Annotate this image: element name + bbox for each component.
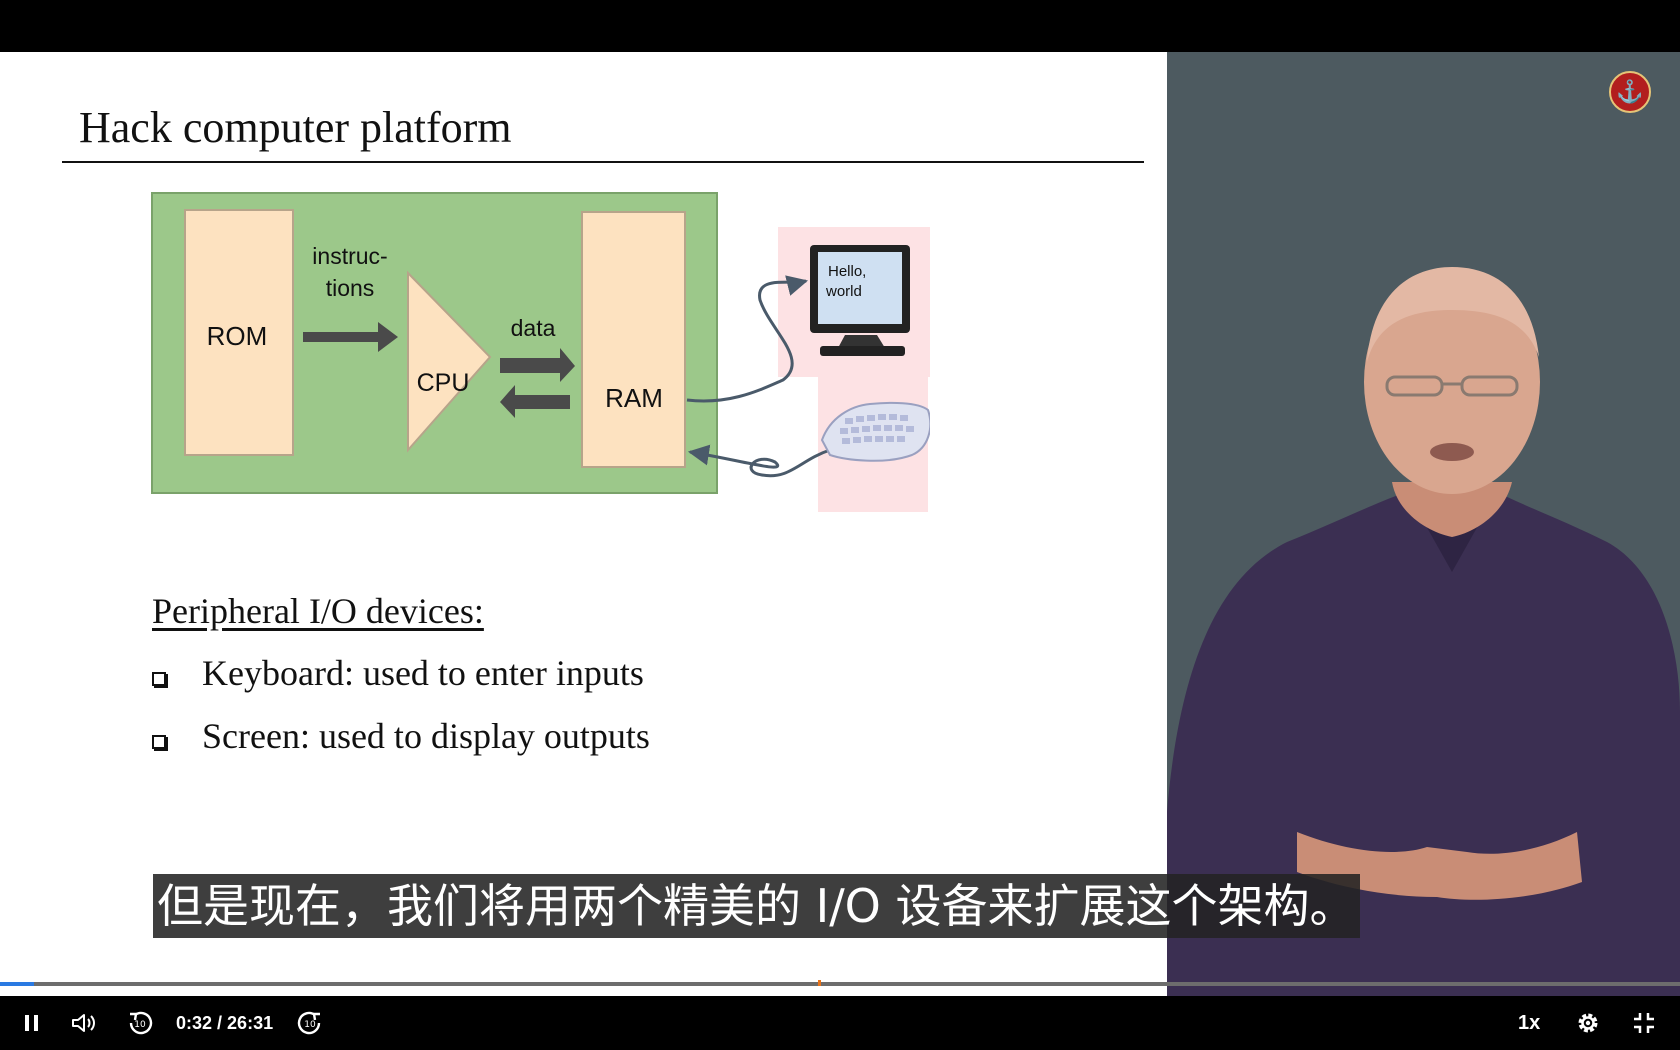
title-rule	[62, 161, 1144, 163]
bullet-screen: Screen: used to display outputs	[152, 715, 650, 757]
fullscreen-exit-button[interactable]	[1628, 1004, 1660, 1042]
checkbox-bullet-icon	[152, 735, 166, 749]
volume-button[interactable]	[68, 1004, 100, 1042]
data-label: data	[511, 315, 556, 341]
presenter-area	[1167, 52, 1680, 996]
screen-text-line1: Hello,	[828, 263, 866, 280]
progress-fill	[0, 982, 34, 986]
slide-title: Hack computer platform	[79, 103, 512, 152]
cpu-label: CPU	[417, 369, 470, 397]
progress-bar[interactable]	[0, 982, 1680, 986]
hack-platform-diagram: ROM instruc- tions CPU data RAM Hello, w…	[151, 192, 930, 512]
rom-block	[184, 209, 294, 456]
channel-logo-icon[interactable]: ⚓	[1609, 71, 1651, 113]
rom-label: ROM	[207, 321, 268, 351]
forward-10-icon: 10	[297, 1011, 321, 1035]
bullet-text: Keyboard: used to enter inputs	[202, 653, 644, 693]
bullet-keyboard: Keyboard: used to enter inputs	[152, 652, 644, 694]
chapter-marker[interactable]	[818, 980, 821, 986]
bullet-text: Screen: used to display outputs	[202, 716, 650, 756]
pause-icon	[25, 1015, 38, 1031]
video-frame[interactable]: Hack computer platform ROM instruc- tion…	[0, 52, 1680, 996]
keyboard-to-ram-cable	[687, 444, 831, 478]
instructions-arrow	[303, 322, 398, 352]
gear-icon	[1578, 1013, 1598, 1033]
settings-button[interactable]	[1572, 1004, 1604, 1042]
top-bar	[0, 0, 1680, 52]
time-separator: /	[212, 1013, 228, 1033]
ram-block	[581, 211, 686, 468]
cpu-block	[407, 270, 492, 453]
time-display: 0:32 / 26:31	[176, 1004, 273, 1042]
current-time: 0:32	[176, 1013, 213, 1033]
volume-icon	[72, 1014, 95, 1032]
playback-speed-button[interactable]: 1x	[1518, 1012, 1541, 1034]
keyboard-icon	[820, 401, 930, 462]
presenter-figure	[1167, 267, 1680, 996]
subtitle-caption: 但是现在，我们将用两个精美的 I/O 设备来扩展这个架构。	[153, 874, 1360, 938]
player-controls: 10 0:32 / 26:31 10 1x	[0, 996, 1680, 1050]
svg-text:10: 10	[304, 1020, 316, 1030]
duration: 26:31	[227, 1013, 274, 1033]
fullscreen-exit-icon	[1634, 1013, 1654, 1033]
data-arrow-left	[500, 385, 570, 418]
forward-10-button[interactable]: 10	[294, 1004, 326, 1042]
peripheral-heading: Peripheral I/O devices:	[152, 591, 484, 631]
rewind-10-button[interactable]: 10	[124, 1004, 156, 1042]
instructions-label-line2: tions	[326, 275, 375, 301]
data-arrow-right	[500, 348, 575, 382]
rewind-10-icon: 10	[129, 1011, 153, 1035]
ram-to-screen-cable	[686, 275, 809, 403]
instructions-label-line1: instruc-	[312, 243, 387, 269]
ram-label: RAM	[605, 383, 663, 413]
screen-text-line2: world	[825, 283, 862, 300]
lecture-slide: Hack computer platform ROM instruc- tion…	[0, 52, 1167, 996]
svg-text:10: 10	[134, 1020, 146, 1030]
pause-button[interactable]	[18, 1004, 46, 1042]
checkbox-bullet-icon	[152, 672, 166, 686]
monitor-icon: Hello, world	[810, 245, 910, 356]
